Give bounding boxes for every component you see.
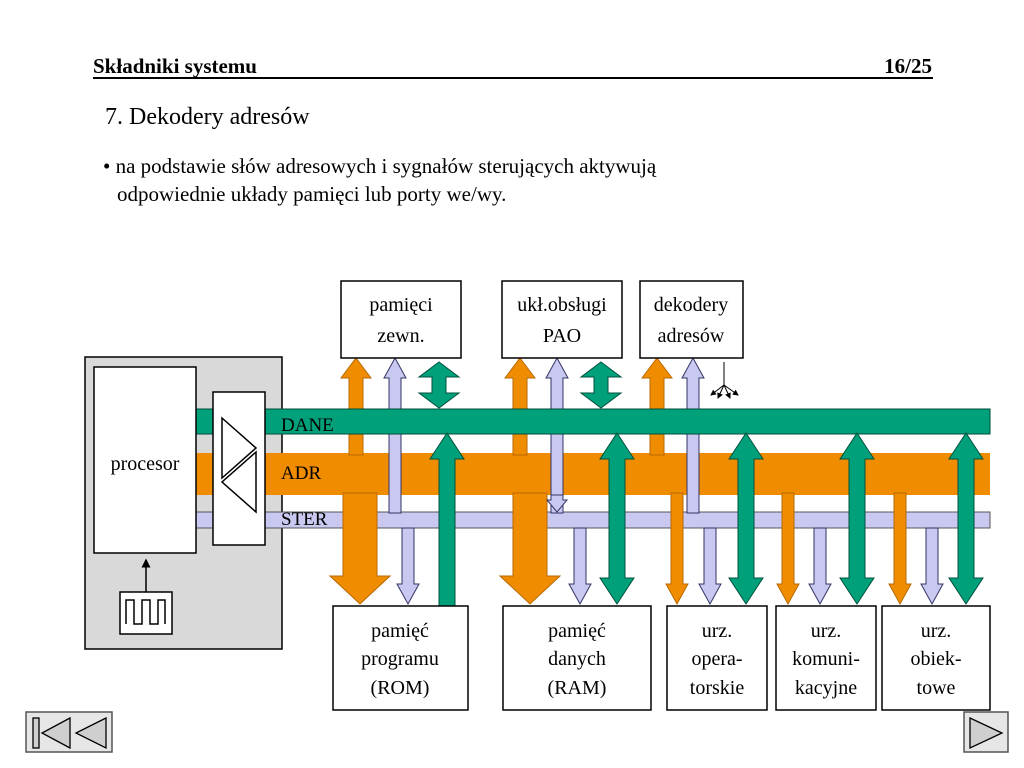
svg-text:urz.: urz.	[921, 620, 952, 642]
control-bus-label: STER	[281, 509, 328, 530]
page-number: 16/25	[884, 54, 932, 78]
data-operator-arrow	[728, 432, 764, 605]
data-object-arrow	[948, 432, 984, 605]
data-ram-arrow	[599, 432, 635, 605]
decoder-output-arrows	[710, 362, 739, 399]
svg-text:(ROM): (ROM)	[371, 677, 430, 699]
next-slide-button[interactable]	[963, 711, 1009, 753]
first-slide-button[interactable]	[25, 711, 113, 753]
buffer-triangle-left	[220, 450, 257, 514]
svg-text:opera-: opera-	[691, 648, 742, 670]
buffer-triangle-right	[221, 416, 258, 480]
top-block-address-decoders: dekodery adresów	[639, 280, 744, 359]
svg-text:urz.: urz.	[702, 620, 733, 642]
data-bus-label: DANE	[281, 415, 334, 436]
address-to-object-arrow	[888, 492, 912, 606]
svg-text:dekodery: dekodery	[654, 294, 728, 316]
clock-waveform-icon	[125, 599, 166, 625]
address-to-decoder-arrow	[641, 357, 673, 456]
data-ext-memory-arrow	[417, 361, 461, 409]
svg-text:(RAM): (RAM)	[548, 677, 607, 699]
processor-label: procesor	[111, 453, 180, 475]
address-bus-label: ADR	[281, 463, 321, 484]
svg-text:zewn.: zewn.	[377, 325, 424, 347]
bullet-line-2: odpowiednie układy pamięci lub porty we/…	[117, 182, 507, 206]
address-to-ram-arrow	[498, 492, 562, 605]
bottom-block-rom: pamięć programu (ROM)	[332, 605, 469, 711]
bus-connection-arrows	[328, 356, 944, 606]
data-comm-arrow	[839, 432, 875, 605]
control-to-ram-arrow	[568, 527, 592, 606]
svg-text:obiek-: obiek-	[910, 648, 961, 670]
previous-slide-icon	[74, 716, 107, 750]
svg-text:danych: danych	[548, 648, 606, 670]
bullet-text: • na podstawie słów adresowych i sygnałó…	[103, 152, 656, 208]
address-to-comm-arrow	[776, 492, 800, 606]
top-block-memory-controller: ukł.obsługi PAO	[501, 280, 623, 359]
svg-text:komuni-: komuni-	[792, 648, 860, 670]
section-heading: 7. Dekodery adresów	[105, 104, 310, 130]
svg-text:PAO: PAO	[543, 325, 581, 347]
svg-text:ukł.obsługi: ukł.obsługi	[517, 294, 607, 316]
address-to-ext-memory-arrow	[340, 357, 372, 456]
svg-text:torskie: torskie	[690, 677, 745, 699]
svg-text:towe: towe	[917, 677, 956, 699]
processor-block	[93, 366, 197, 554]
bullet-line-1: • na podstawie słów adresowych i sygnałó…	[103, 154, 657, 178]
address-to-operator-arrow	[665, 492, 689, 606]
clock-generator	[119, 591, 173, 635]
svg-text:programu: programu	[361, 648, 439, 670]
control-to-ext-memory-arrow	[383, 356, 407, 514]
svg-text:pamięć: pamięć	[548, 620, 606, 642]
bottom-block-object-devices: urz. obiek- towe	[881, 605, 991, 711]
svg-text:urz.: urz.	[811, 620, 842, 642]
control-to-object-arrow	[920, 527, 944, 606]
address-to-pao-arrow	[504, 357, 536, 456]
top-block-external-memory: pamięci zewn.	[340, 280, 462, 359]
svg-text:kacyjne: kacyjne	[795, 677, 857, 699]
control-to-rom-arrow	[396, 527, 420, 606]
bottom-block-operator-devices: urz. opera- torskie	[666, 605, 768, 711]
next-slide-icon	[969, 716, 1004, 750]
data-pao-arrow	[579, 361, 623, 409]
header-title: Składniki systemu	[93, 54, 257, 78]
bottom-block-communication-devices: urz. komuni- kacyjne	[775, 605, 877, 711]
control-to-pao-arrow	[545, 356, 569, 514]
control-to-operator-arrow	[698, 527, 722, 606]
address-to-rom-arrow	[328, 492, 392, 605]
header-rule	[93, 77, 933, 79]
svg-text:adresów: adresów	[658, 325, 725, 347]
control-to-decoder-arrow	[681, 356, 705, 514]
data-bus	[195, 408, 991, 435]
first-slide-icon	[32, 716, 71, 750]
svg-text:pamięć: pamięć	[371, 620, 429, 642]
control-to-comm-arrow	[808, 527, 832, 606]
decoder-to-control-arrow	[545, 494, 569, 513]
bottom-block-ram: pamięć danych (RAM)	[502, 605, 652, 711]
svg-text:pamięci: pamięci	[369, 294, 433, 316]
